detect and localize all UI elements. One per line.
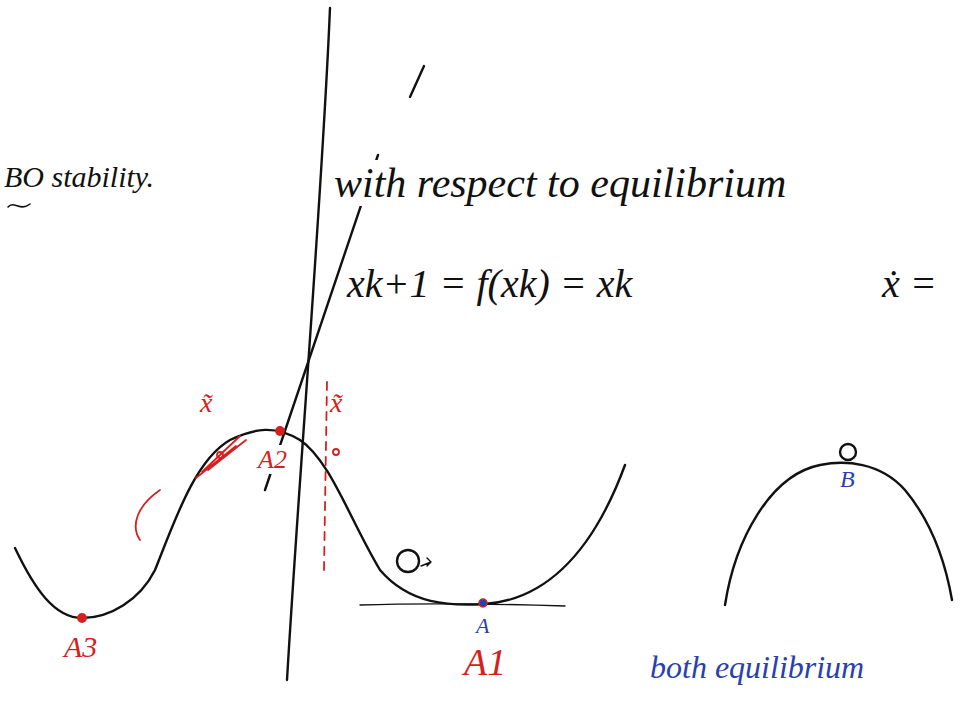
- state-label: x̃: [328, 387, 344, 418]
- state-label-box: x̃: [328, 388, 344, 419]
- note-text-box: both equilibrium: [648, 650, 866, 685]
- equation-box: xk+1 = f(xk) = xk: [345, 262, 634, 306]
- perturbed-point: [333, 449, 339, 455]
- state-label: x̃: [198, 387, 214, 418]
- point-label-box: B: [838, 466, 857, 492]
- equation-box: ẋ =: [880, 262, 939, 306]
- ball: [840, 444, 856, 460]
- point-label: A3: [62, 630, 99, 663]
- potential-curve: [15, 430, 625, 618]
- note-text: both equilibrium: [648, 649, 866, 685]
- guide-line: [324, 382, 327, 570]
- perturbed-point: [217, 452, 223, 458]
- point-label-box: A2: [256, 446, 289, 475]
- note-text-box: with respect to equilibrium: [332, 160, 788, 206]
- point-label: A2: [256, 445, 289, 474]
- axis-line: [287, 8, 330, 680]
- point-label: A1: [462, 641, 508, 683]
- motion-arrow: [421, 558, 431, 566]
- point-label-box: A1: [462, 642, 508, 684]
- equation: xk+1 = f(xk) = xk: [345, 261, 634, 306]
- perturbation-bracket: [136, 490, 160, 540]
- note-text: with respect to equilibrium: [332, 160, 788, 206]
- point-label: B: [838, 466, 857, 492]
- point-label-box: A3: [62, 630, 99, 663]
- perturbation-hatch: [196, 436, 246, 478]
- equilibrium-dot: [479, 599, 487, 607]
- equilibrium-dot: [276, 427, 284, 435]
- ball: [397, 550, 419, 572]
- state-label-box: x̃: [198, 388, 214, 419]
- tangent-line: [360, 604, 565, 606]
- equation: ẋ =: [880, 261, 939, 306]
- hill-curve: [725, 463, 952, 605]
- heading-note-box: BO stability.: [2, 160, 156, 193]
- point-label: A: [474, 613, 491, 638]
- heading-note: BO stability.: [2, 160, 156, 193]
- point-label-box: A: [474, 614, 491, 638]
- equilibrium-dot: [78, 614, 86, 622]
- tick-mark: [410, 66, 424, 97]
- tilde-underline: [8, 204, 30, 207]
